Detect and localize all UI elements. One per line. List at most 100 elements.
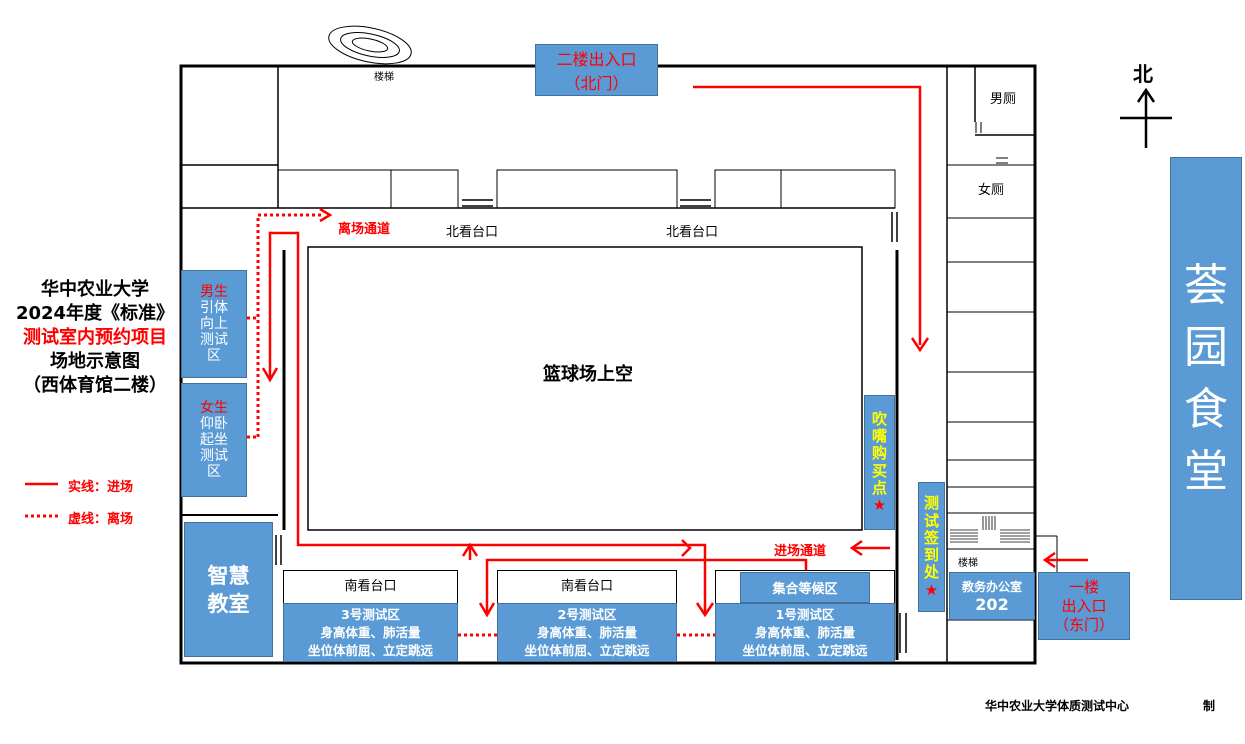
door-icon — [680, 199, 711, 207]
entrance-label: 一楼 — [1068, 577, 1099, 596]
east-entrance: 一楼 出入口 （东门） — [1038, 572, 1130, 640]
checkin-char: 测 — [923, 494, 939, 513]
door-icon — [462, 199, 493, 207]
entrance-label: （北门） — [564, 74, 629, 93]
south-stand-entrance: 南看台口 — [497, 570, 677, 604]
checkin-char: 到 — [923, 546, 939, 564]
north-entrance: 二楼出入口 （北门） — [535, 44, 658, 96]
stairs — [946, 512, 1036, 550]
test-zone-3: 3号测试区 身高体重、肺活量 坐位体前屈、立定跳远 — [283, 603, 458, 662]
zone-text: 测试 — [200, 448, 228, 465]
classroom-label: 智慧 — [207, 563, 250, 588]
door-icon — [275, 535, 282, 565]
zone-items: 坐位体前屈、立定跳远 — [307, 642, 433, 658]
footer-org: 华中农业大学体质测试中心 — [985, 699, 1130, 713]
gender-label: 女生 — [200, 399, 228, 416]
room — [496, 169, 678, 209]
zone-items: 坐位体前屈、立定跳远 — [524, 642, 650, 658]
title-line: （西体育馆二楼） — [23, 375, 167, 396]
arrow-right-icon — [319, 207, 333, 223]
zone-text: 引体 — [200, 299, 228, 316]
footer-suffix: 制 — [1203, 699, 1216, 713]
zone-name: 2号测试区 — [557, 606, 617, 622]
shop-char: 吹 — [871, 409, 887, 428]
checkin-desk: 测 试 签 到 处 ★ — [918, 482, 945, 612]
title-line: 2024年度《标准》 — [15, 303, 175, 324]
shop-char: 点 — [871, 478, 887, 497]
office-name: 教务办公室 — [961, 580, 1022, 594]
zone-text: 向上 — [200, 315, 228, 332]
zone-items: 坐位体前屈、立定跳远 — [742, 642, 868, 658]
basketball-court — [307, 246, 863, 531]
test-zone-1: 1号测试区 身高体重、肺活量 坐位体前屈、立定跳远 — [715, 603, 895, 662]
entrance-label: （东门） — [1053, 615, 1114, 634]
north-label: 北 — [1133, 62, 1153, 86]
door-icon — [975, 122, 982, 133]
map-title: 华中农业大学 2024年度《标准》 测试室内预约项目 场地示意图 （西体育馆二楼… — [5, 278, 185, 398]
zone-text: 区 — [207, 348, 221, 365]
title-line: 场地示意图 — [50, 351, 140, 372]
zone-text: 区 — [207, 464, 221, 481]
academic-office: 教务办公室 202 — [949, 572, 1035, 620]
canteen-building: 荟园食堂 — [1170, 157, 1242, 600]
checkin-char: 处 — [923, 563, 939, 582]
checkin-char: 签 — [923, 528, 939, 547]
gender-label: 男生 — [200, 283, 228, 300]
stairs-steps — [950, 516, 1030, 543]
male-pullup-zone: 男生 引体 向上 测试 区 — [181, 270, 247, 378]
court-label: 篮球场上空 — [543, 364, 633, 385]
arrow-down-icon — [261, 367, 279, 383]
entry-route — [25, 85, 1088, 618]
title-line: 测试室内预约项目 — [23, 327, 167, 348]
waiting-area-label: 集合等候区 — [772, 582, 838, 597]
title-line: 华中农业大学 — [41, 279, 149, 300]
canteen-label: 荟园食堂 — [1184, 259, 1228, 497]
north-arrow-icon — [1120, 87, 1172, 148]
north-stand-entrance: 北看台口 — [666, 225, 719, 240]
male-toilet-label: 男厕 — [990, 92, 1017, 107]
female-toilet-label: 女厕 — [978, 183, 1005, 198]
zone-name: 3号测试区 — [341, 606, 400, 622]
entrance-label: 出入口 — [1061, 596, 1107, 615]
classroom-label: 教室 — [207, 591, 250, 616]
arrow-down-icon — [910, 337, 930, 353]
spiral-stairs-icon — [328, 25, 412, 65]
south-stand-entrance: 南看台口 — [283, 570, 458, 604]
legend-solid-label: 实线：进场 — [68, 480, 134, 495]
room — [277, 169, 459, 209]
shop-char: 购 — [871, 444, 887, 463]
stairs-label: 楼梯 — [374, 72, 394, 83]
enter-corridor-label: 进场通道 — [774, 544, 827, 559]
shop-char: 嘴 — [871, 427, 887, 445]
room — [714, 169, 896, 209]
entrance-label: 二楼出入口 — [556, 50, 637, 69]
exit-corridor-label: 离场通道 — [338, 222, 391, 237]
legend-dotted-label: 虚线：离场 — [68, 512, 134, 527]
whistle-shop: 吹 嘴 购 买 点 ★ — [864, 395, 895, 530]
female-situp-zone: 女生 仰卧 起坐 测试 区 — [181, 383, 247, 497]
shop-char: 买 — [871, 461, 887, 480]
checkin-char: 试 — [923, 511, 939, 530]
test-zone-2: 2号测试区 身高体重、肺活量 坐位体前屈、立定跳远 — [497, 603, 677, 662]
arrow-left-icon — [849, 539, 863, 557]
zone-items: 身高体重、肺活量 — [536, 624, 637, 640]
zone-text: 仰卧 — [200, 415, 228, 432]
arrow-down-icon — [695, 602, 715, 618]
door-icon — [891, 212, 898, 242]
arrow-left-icon — [1042, 551, 1056, 569]
arrow-down-icon — [478, 602, 496, 618]
star-icon: ★ — [872, 496, 887, 514]
zone-text: 测试 — [200, 332, 228, 349]
south-stand-label: 南看台口 — [344, 579, 397, 594]
north-stand-entrance: 北看台口 — [446, 225, 499, 240]
stairs-label: 楼梯 — [958, 558, 978, 569]
zone-text: 起坐 — [200, 431, 228, 448]
office-number: 202 — [975, 595, 1009, 614]
door-icon — [996, 157, 1008, 164]
zone-name: 1号测试区 — [775, 606, 835, 622]
zone-items: 身高体重、肺活量 — [320, 624, 421, 640]
zone-items: 身高体重、肺活量 — [754, 624, 855, 640]
south-stand-label: 南看台口 — [560, 579, 613, 594]
smart-classroom: 智慧 教室 — [184, 522, 273, 657]
